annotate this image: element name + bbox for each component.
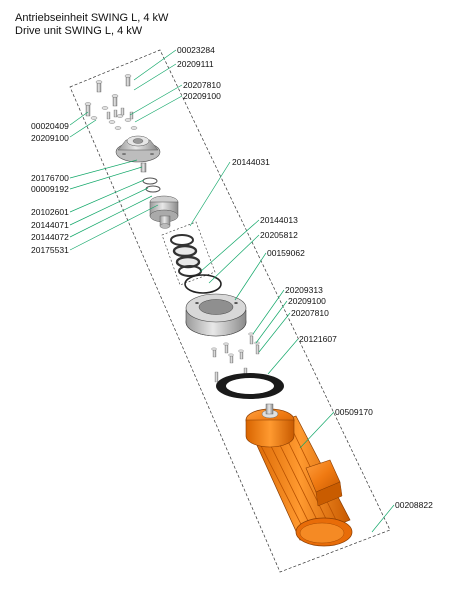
label-20209111: 20209111 xyxy=(177,59,214,69)
label-00159062: 00159062 xyxy=(267,248,305,258)
label-00509170: 00509170 xyxy=(335,407,373,417)
label-20144031: 20144031 xyxy=(232,157,270,167)
label-00208822: 00208822 xyxy=(395,500,433,510)
label-00020409: 00020409 xyxy=(31,121,69,131)
flange-bracket xyxy=(115,135,161,163)
shaft-key xyxy=(140,162,147,173)
washer-cluster-top xyxy=(90,106,138,130)
motor-screws xyxy=(211,342,248,383)
motor-gasket xyxy=(216,373,284,399)
electric-motor xyxy=(245,403,353,547)
part-labels: 00023284 20209111 20207810 20209100 0002… xyxy=(31,45,433,510)
seal-group-boundary-dashed xyxy=(161,221,216,286)
label-20144071: 20144071 xyxy=(31,220,69,230)
label-20175531: 20175531 xyxy=(31,245,69,255)
shaft-hub xyxy=(149,195,179,229)
title-block: Antriebseinheit SWING L, 4 kW Drive unit… xyxy=(15,12,168,38)
label-20144013: 20144013 xyxy=(260,215,298,225)
label-20144072: 20144072 xyxy=(31,232,69,242)
label-20207810-right: 20207810 xyxy=(291,308,329,318)
label-20205812: 20205812 xyxy=(260,230,298,240)
retaining-rings xyxy=(142,177,161,193)
title-english: Drive unit SWING L, 4 kW xyxy=(15,25,143,37)
label-20209100-left: 20209100 xyxy=(31,133,69,143)
label-20176700: 20176700 xyxy=(31,173,69,183)
o-ring xyxy=(184,274,222,294)
label-20209313: 20209313 xyxy=(285,285,323,295)
screw-mid-upper xyxy=(111,94,119,107)
title-german: Antriebseinheit SWING L, 4 kW xyxy=(15,12,169,24)
small-screws-right xyxy=(248,332,260,355)
label-20121607: 20121607 xyxy=(299,334,337,344)
screw-left-upper xyxy=(84,102,92,117)
label-20209100-right: 20209100 xyxy=(288,296,326,306)
top-screw-left xyxy=(95,80,103,93)
label-20209100-top: 20209100 xyxy=(183,91,221,101)
pins-cluster-top xyxy=(106,107,134,120)
bearing-housing xyxy=(185,293,247,337)
label-00023284: 00023284 xyxy=(177,45,215,55)
label-00009192: 00009192 xyxy=(31,184,69,194)
top-screw-right xyxy=(124,74,132,87)
seal-ring-stack xyxy=(170,234,202,277)
label-20102601: 20102601 xyxy=(31,207,69,217)
label-20207810-top: 20207810 xyxy=(183,80,221,90)
leader-lines xyxy=(69,49,395,533)
